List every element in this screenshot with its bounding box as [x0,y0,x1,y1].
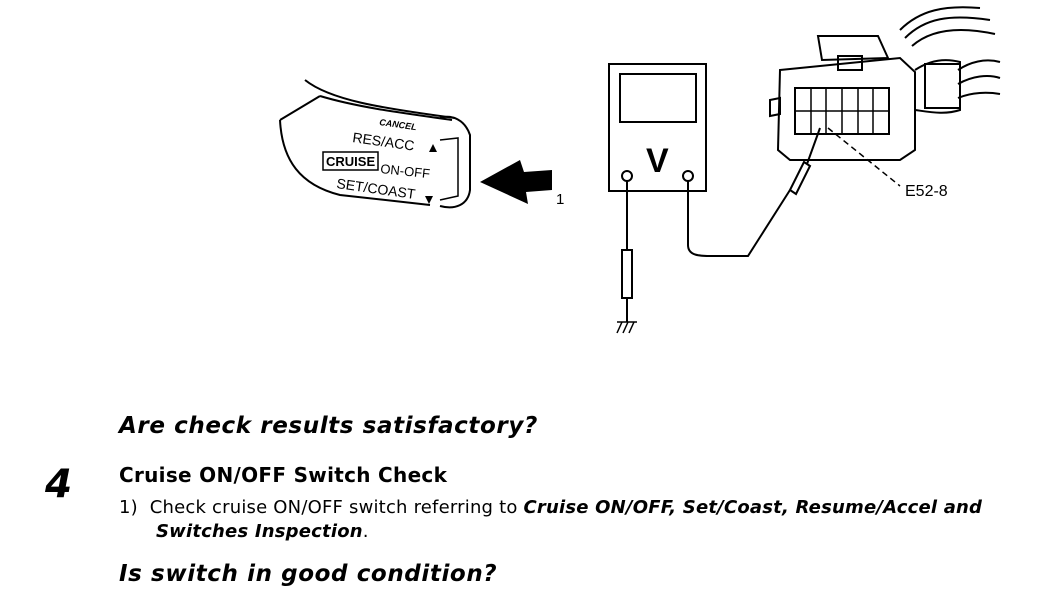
item-text: Check cruise ON/OFF switch referring to [149,497,524,518]
push-arrow-icon [480,160,552,204]
switch-label-res-acc: RES/ACC [352,129,416,154]
question-check-results: Are check results satisfactory? [119,413,538,439]
voltmeter [608,63,707,192]
connector-label: E52-8 [905,183,948,200]
switch-label-on-off: ON-OFF [380,161,431,181]
step-title: Cruise ON/OFF Switch Check [119,463,448,487]
item-end: . [362,521,369,542]
switch-label-cruise: CRUISE [326,154,375,169]
callout-number: 1 [556,191,564,208]
item-reference-link[interactable]: Cruise ON/OFF, Set/Coast, Resume/Accel a… [523,497,983,518]
item-marker: 1) [119,497,138,518]
res-acc-arrow-icon [429,144,437,152]
set-coast-arrow-icon [425,196,433,204]
cruise-switch-illustration [279,79,471,209]
switch-label-cancel: CANCEL [379,117,418,132]
ground-icon [616,321,637,334]
ground-lead [621,181,633,322]
step-number: 4 [45,462,73,507]
meter-terminal-negative [621,170,633,182]
connector-E52 [769,6,1001,161]
question-switch-condition: Is switch in good condition? [119,561,498,587]
item-reference-link-continued[interactable]: Switches Inspection [156,521,363,542]
step-body: 1) Check cruise ON/OFF switch referring … [119,496,1013,544]
wiring-check-figure: CANCEL RES/ACC CRUISE ON-OFF SET/COAST 1… [279,6,1001,334]
meter-symbol: V [646,142,669,180]
probe-lead [687,127,821,257]
meter-terminal-positive [682,170,694,182]
